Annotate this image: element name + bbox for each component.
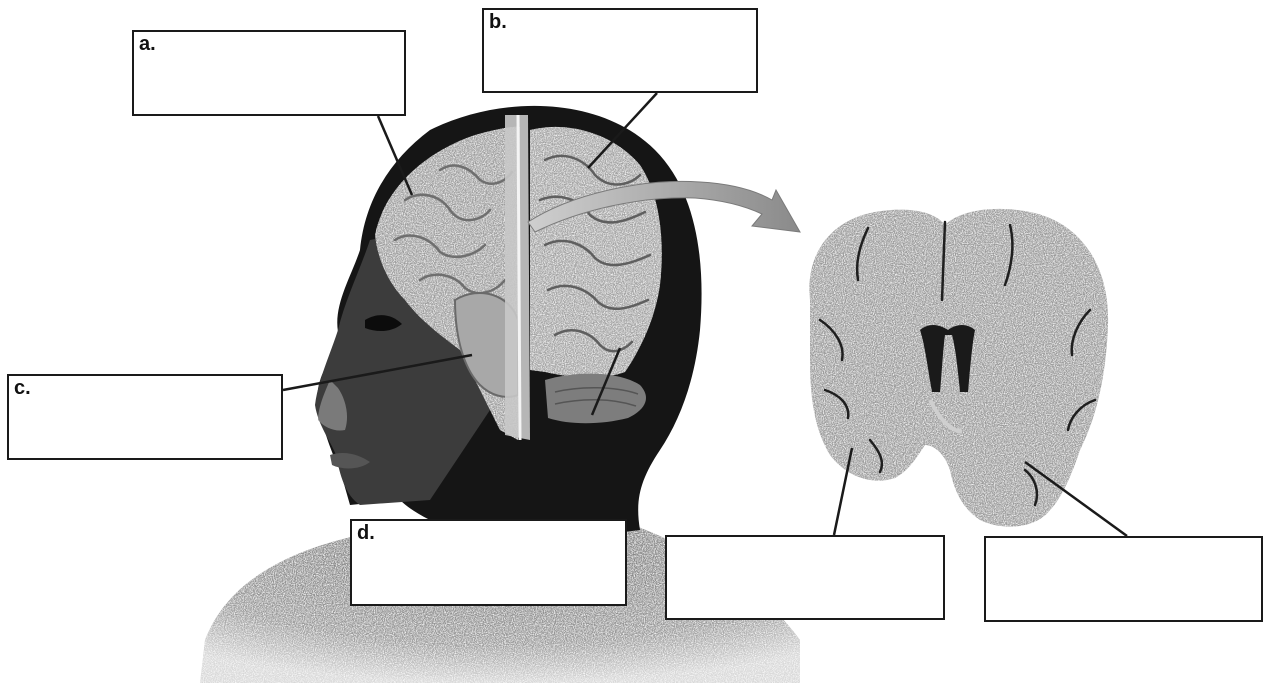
label-box-a[interactable]: a.	[132, 30, 406, 116]
label-box-d[interactable]: d.	[350, 519, 627, 606]
label-letter-d: d.	[357, 522, 375, 544]
label-box-e[interactable]	[665, 535, 945, 620]
label-letter-a: a.	[139, 33, 156, 55]
label-box-c[interactable]: c.	[7, 374, 283, 460]
label-box-f[interactable]	[984, 536, 1263, 622]
label-letter-b: b.	[489, 11, 507, 33]
cerebellum	[545, 374, 646, 424]
label-box-b[interactable]: b.	[482, 8, 758, 93]
label-letter-c: c.	[14, 377, 31, 399]
